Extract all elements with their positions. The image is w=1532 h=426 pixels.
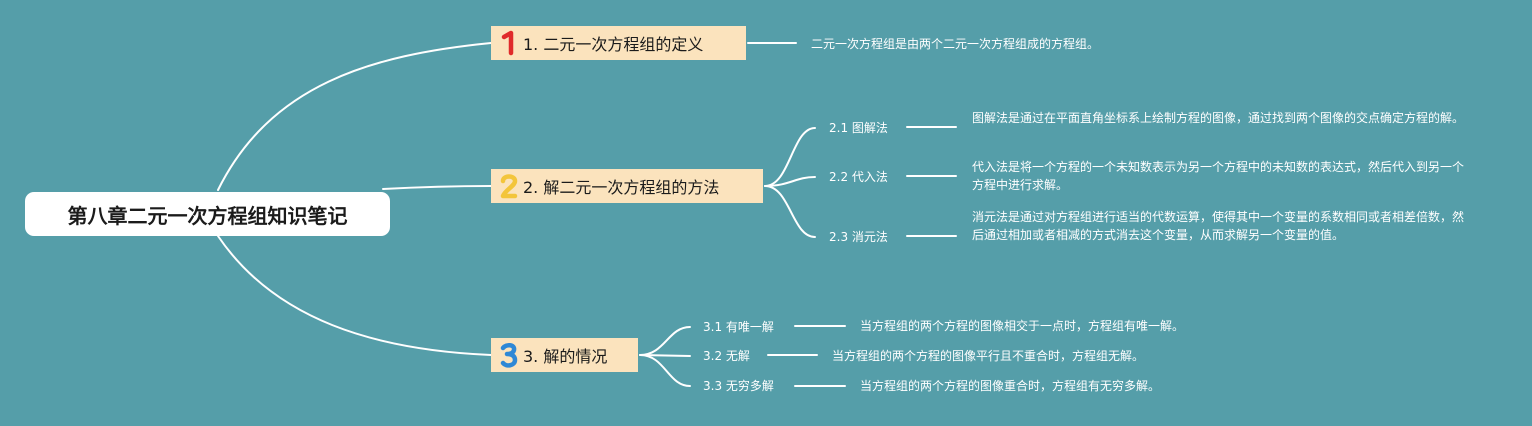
root-topic[interactable]: 第八章二元一次方程组知识笔记 — [25, 192, 390, 236]
branch-1-topic[interactable]: 1. 二元一次方程组的定义 — [491, 26, 746, 60]
sub-topic-2-1[interactable]: 2.1 图解法 — [829, 121, 888, 135]
sub-topic-2-1-description: 图解法是通过在平面直角坐标系上绘制方程的图像，通过找到两个图像的交点确定方程的解… — [972, 111, 1465, 125]
root-title: 第八章二元一次方程组知识笔记 — [67, 203, 348, 228]
sub-topic-2-3[interactable]: 2.3 消元法 — [829, 230, 888, 244]
sub-topic-3-1-description: 当方程组的两个方程的图像相交于一点时，方程组有唯一解。 — [860, 319, 1185, 333]
connector-branch-2-sub-3 — [764, 185, 816, 238]
connector-branch-2-sub-2 — [764, 176, 816, 187]
branch-3-label: 3. 解的情况 — [523, 347, 608, 366]
branch-2-topic[interactable]: 2. 解二元一次方程组的方法 — [491, 169, 763, 203]
connector-branch-3-sub-1 — [639, 326, 691, 356]
connector-root-branch-3 — [217, 235, 492, 356]
sub-topic-3-1[interactable]: 3.1 有唯一解 — [703, 320, 774, 334]
sub-topic-3-3[interactable]: 3.3 无穷多解 — [703, 379, 774, 393]
number-two-icon — [500, 174, 518, 199]
connector-branch-3-sub-2 — [639, 354, 691, 357]
sub-topic-3-2[interactable]: 3.2 无解 — [703, 349, 750, 363]
sub-topic-3-3-description: 当方程组的两个方程的图像重合时，方程组有无穷多解。 — [860, 379, 1161, 393]
connector-branch-2-sub-1 — [764, 127, 816, 187]
number-three-icon — [500, 343, 518, 368]
connector-branch-3-sub-3 — [639, 354, 691, 387]
sub-topic-3-2-description: 当方程组的两个方程的图像平行且不重合时，方程组无解。 — [832, 349, 1145, 363]
sub-topic-2-3-description: 消元法是通过对方程组进行适当的代数运算，使得其中一个变量的系数相同或者相差倍数，… — [972, 210, 1465, 242]
branch-3-topic[interactable]: 3. 解的情况 — [491, 338, 638, 372]
connector-root-branch-2 — [382, 185, 492, 190]
sub-topic-2-2[interactable]: 2.2 代入法 — [829, 170, 888, 184]
branch-2-label: 2. 解二元一次方程组的方法 — [523, 178, 720, 197]
number-one-icon — [501, 30, 514, 56]
branch-1-label: 1. 二元一次方程组的定义 — [523, 35, 704, 54]
branch-1-description: 二元一次方程组是由两个二元一次方程组成的方程组。 — [811, 37, 1100, 51]
sub-topic-2-2-description: 代入法是将一个方程的一个未知数表示为另一个方程中的未知数的表达式，然后代入到另一… — [972, 160, 1465, 192]
connector-root-branch-1 — [217, 42, 492, 191]
